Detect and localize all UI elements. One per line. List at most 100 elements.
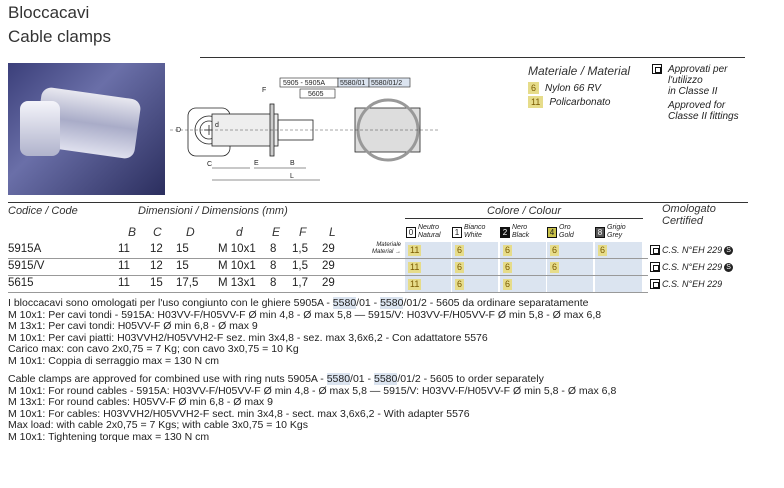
material-badge: 6	[550, 262, 560, 273]
dim-value: 1,7	[292, 277, 308, 289]
page-title: Bloccacavi	[8, 3, 90, 22]
material-badge: 6	[503, 262, 513, 273]
dim-label: E	[254, 160, 259, 167]
colour-code: 4	[547, 226, 557, 238]
dim-label: B	[290, 160, 295, 167]
notes-english: Cable clamps are approved for combined u…	[8, 373, 616, 444]
dim-value: M 10x1	[218, 243, 256, 255]
colour-it: Nero	[512, 224, 528, 231]
dim-value: 8	[270, 277, 277, 289]
cert-header-en: Certified	[662, 215, 703, 227]
dim-label: L	[290, 173, 294, 180]
approval-text: l'utilizzo	[668, 75, 703, 86]
material-badge: 6	[455, 262, 465, 273]
note-line: Max load: with cable 2x0,75 = 7 Kgs; wit…	[8, 419, 309, 432]
approval-text: in Classe II	[668, 86, 718, 97]
material-badge: 6	[455, 279, 465, 290]
material-badge: 6	[455, 245, 465, 256]
notes-italian: I bloccacavi sono omologati per l'uso co…	[8, 297, 602, 368]
divider	[200, 57, 745, 58]
cert-number: C.S. N°EH 229	[662, 279, 723, 289]
material-badge: 6	[598, 245, 608, 256]
material-badge: 11	[408, 245, 422, 256]
note-line: M 10x1: Per cavi piatti: H03VVH2/H05VVH2…	[8, 331, 488, 344]
dim-col-header: D	[186, 225, 195, 239]
colour-code: 0	[406, 226, 416, 238]
dim-col-header: F	[299, 225, 307, 239]
colour-it: Oro	[559, 224, 571, 231]
dim-col-header: C	[153, 225, 162, 239]
colour-it: Grigio	[607, 224, 626, 231]
ring-nut-label: 5580/01	[340, 80, 365, 87]
ring-nut-label: 5605	[308, 91, 324, 98]
material-name: Policarbonato	[549, 96, 611, 108]
colour-cell	[595, 259, 642, 275]
row-divider	[8, 258, 648, 259]
approval-text: Approved for	[668, 100, 726, 111]
row-divider	[8, 275, 648, 276]
dim-value: 11	[118, 260, 130, 272]
approval-text: Classe II fittings	[668, 111, 739, 122]
ring-nut-label: 5905 - 5905A	[283, 80, 325, 87]
dim-value: M 10x1	[218, 260, 256, 272]
dim-value: 17,5	[176, 277, 199, 289]
material-badge: 6	[550, 245, 560, 256]
dim-value: 11	[118, 243, 130, 255]
colour-en: Black	[512, 232, 530, 239]
material-code: 11	[528, 96, 544, 108]
code-header: Codice / Code	[8, 205, 78, 217]
class-ii-icon	[652, 64, 662, 74]
technical-drawing: 5905 - 5905A 5580/01 5580/01/2 5605 F D …	[170, 77, 440, 181]
dims-header: Dimensioni / Dimensions (mm)	[138, 205, 288, 217]
material-badge: 6	[503, 279, 513, 290]
dim-value: 8	[270, 260, 277, 272]
row-divider	[8, 292, 648, 293]
approval-text: Approvati per	[668, 64, 728, 75]
colour-code: 1	[452, 226, 462, 238]
cert-number: C.S. N°EH 229	[662, 262, 723, 272]
dim-value: M 13x1	[218, 277, 256, 289]
note-line: Carico max: con cavo 2x0,75 = 7 Kg; con …	[8, 343, 299, 356]
colour-code: 2	[500, 226, 510, 238]
dim-value: 29	[322, 260, 335, 272]
colour-en: White	[464, 232, 482, 239]
note-line: M 13x1: Per cavi tondi: H05VV-F Ø min 6,…	[8, 320, 258, 333]
certification: C.S. N°EH 229	[650, 279, 722, 289]
cert-header-it: Omologato	[662, 203, 716, 215]
class-ii-icon	[650, 262, 660, 272]
product-code: 5615	[8, 277, 34, 289]
note-line: I bloccacavi sono omologati per l'uso co…	[8, 297, 589, 309]
dim-col-header: L	[329, 225, 336, 239]
cert-number: C.S. N°EH 229	[662, 245, 723, 255]
note-line: M 13x1: For round cables: H05VV-F Ø min …	[8, 396, 273, 409]
material-label-it: Materiale	[376, 242, 401, 248]
material-label-en: Material →	[371, 249, 401, 255]
material-item: 11 Policarbonato	[528, 96, 611, 108]
dim-label: D	[176, 127, 181, 134]
colour-header: Colore / Colour	[487, 205, 561, 217]
note-line: M 10x1: Tightening torque max = 130 N cm	[8, 430, 210, 443]
dim-col-header: B	[128, 225, 137, 239]
page-subtitle: Cable clamps	[8, 27, 111, 46]
s-mark-icon: S	[724, 262, 734, 272]
dim-label: C	[207, 161, 212, 168]
dim-value: 15	[176, 260, 189, 272]
colour-en: Gold	[559, 232, 574, 239]
note-line: Cable clamps are approved for combined u…	[8, 373, 544, 385]
class-ii-icon	[650, 245, 660, 255]
note-line: M 10x1: Per cavi tondi - 5915A: H03VV-F/…	[8, 308, 602, 321]
approval-note: Approvati per l'utilizzo in Classe II Ap…	[652, 64, 739, 122]
colour-it: Neutro	[418, 224, 440, 231]
material-heading: Materiale / Material	[528, 64, 631, 78]
